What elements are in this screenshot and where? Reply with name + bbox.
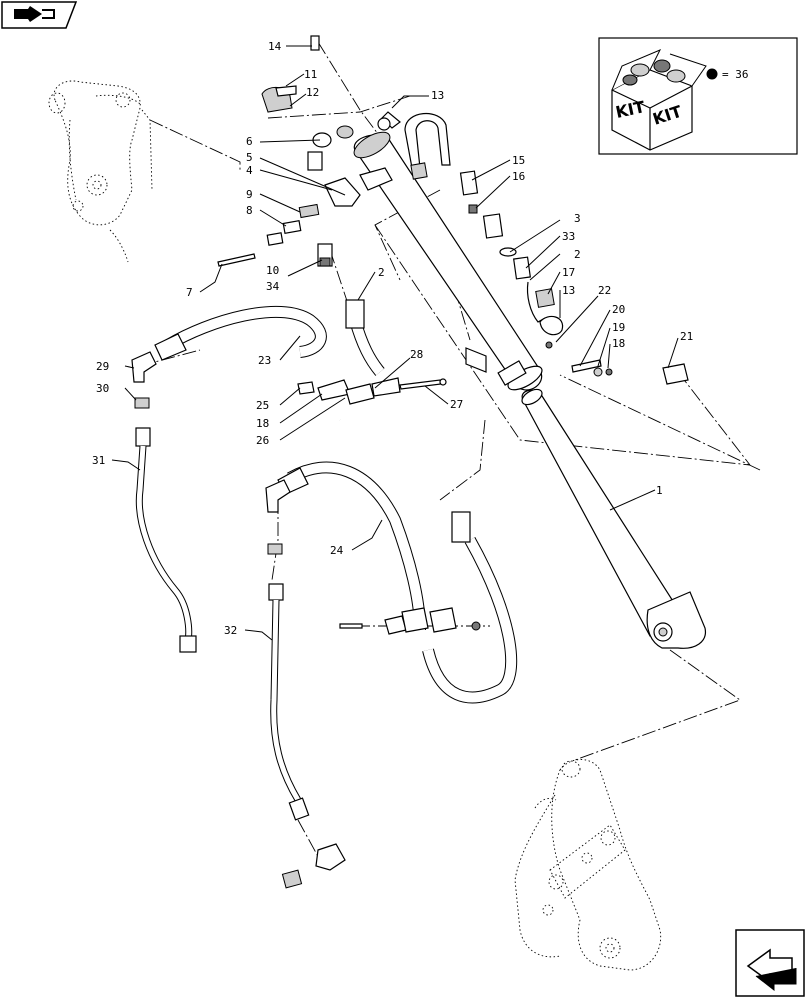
callout-22: 22 <box>598 284 611 297</box>
callout-28: 28 <box>410 348 423 361</box>
callout-18-left: 18 <box>256 417 269 430</box>
callout-13-lower: 13 <box>562 284 575 297</box>
callout-4: 4 <box>246 164 253 177</box>
callout-3: 3 <box>574 212 581 225</box>
hose-24[interactable] <box>277 461 518 704</box>
callout-8: 8 <box>246 204 253 217</box>
right-fittings[interactable] <box>459 170 689 385</box>
callout-10: 10 <box>266 264 279 277</box>
callout-26: 26 <box>256 434 269 447</box>
callout-9: 9 <box>246 188 253 201</box>
callout-14: 14 <box>268 40 282 53</box>
callout-6: 6 <box>246 135 253 148</box>
page-back-icon[interactable] <box>1 1 78 29</box>
callout-7: 7 <box>186 286 193 299</box>
hose-23[interactable] <box>154 299 416 486</box>
callout-18-right: 18 <box>612 337 625 350</box>
callout-20: 20 <box>612 303 625 316</box>
callout-2-left: 2 <box>378 266 385 279</box>
callout-32: 32 <box>224 624 237 637</box>
callout-34: 34 <box>266 280 280 293</box>
callout-12: 12 <box>306 86 319 99</box>
next-page-arrow-icon[interactable] <box>735 929 805 997</box>
callout-33: 33 <box>562 230 575 243</box>
callout-21: 21 <box>680 330 693 343</box>
callout-1: 1 <box>656 484 663 497</box>
clamp-assembly-upper[interactable] <box>297 377 447 405</box>
callout-25: 25 <box>256 399 269 412</box>
boom-upper-outline <box>48 80 153 263</box>
clamp-assembly-lower[interactable] <box>339 607 481 635</box>
kit-legend-text: = 36 <box>722 68 749 81</box>
upper-fittings[interactable] <box>217 35 361 267</box>
tube-31-assembly[interactable] <box>131 351 197 653</box>
callout-30: 30 <box>96 382 109 395</box>
callout-15: 15 <box>512 154 525 167</box>
callout-27: 27 <box>450 398 463 411</box>
callout-31: 31 <box>92 454 105 467</box>
tube-32-assembly[interactable] <box>265 479 346 889</box>
callout-labels: 14 11 12 13 6 5 4 9 8 10 34 7 2 15 16 3 … <box>92 40 693 637</box>
callout-29: 29 <box>96 360 109 373</box>
callout-23: 23 <box>258 354 271 367</box>
callout-11: 11 <box>304 68 317 81</box>
hydraulic-cylinder[interactable] <box>350 127 706 649</box>
callout-16: 16 <box>512 170 525 183</box>
callout-17: 17 <box>562 266 575 279</box>
callout-2-right: 2 <box>574 248 581 261</box>
kit-box-icon <box>611 49 707 151</box>
callout-leaders <box>111 45 679 641</box>
callout-5: 5 <box>246 151 253 164</box>
callout-24: 24 <box>330 544 344 557</box>
callout-19: 19 <box>612 321 625 334</box>
kit-legend-dot <box>706 68 718 80</box>
kit-legend-box: KIT KIT = 36 <box>598 37 798 155</box>
boom-lower-outline <box>514 759 662 971</box>
pin-and-u-clamp[interactable] <box>377 111 451 180</box>
callout-13-upper: 13 <box>431 89 444 102</box>
